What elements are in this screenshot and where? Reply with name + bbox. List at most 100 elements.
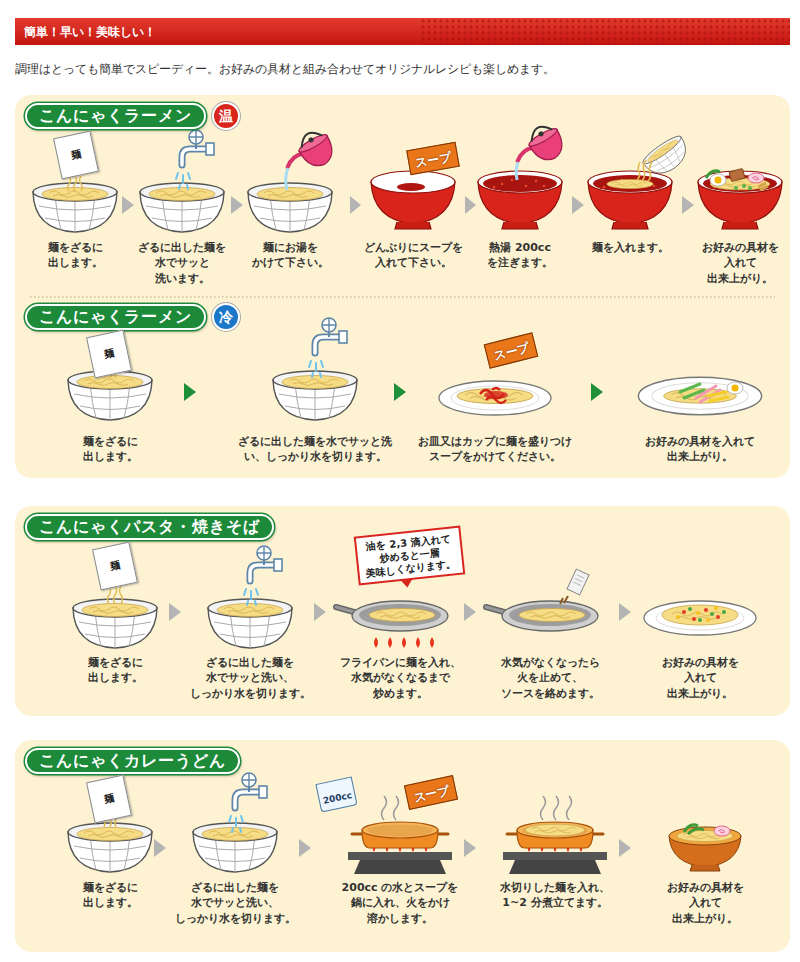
section-pill: こんにゃくラーメン [25,103,206,129]
illustration-part [217,604,283,617]
section-pill: こんにゃくカレーうどん [25,748,240,774]
pasta-step-3-art [336,601,448,648]
illustration-part [574,575,585,586]
step-caption: お皿又はカップに麺を盛りつけ スープをかけてください。 [417,434,574,465]
curry-step-4-art [503,796,607,874]
hot-step-4-art [371,171,455,229]
illustration-part [374,637,434,648]
step-caption: 麺を入れます。 [590,240,670,255]
step-caption: フライパンに麺を入れ、 水気がなくなるまで 炒めます。 [338,655,462,701]
illustration-part [640,133,693,182]
step-arrow [619,839,631,857]
illustration-part [680,384,728,402]
illustration-part [257,188,323,201]
illustration-part [402,637,406,648]
pasta-panel [15,506,790,716]
step-arrow [591,383,603,401]
illustration-part [684,825,704,834]
illustration-part [715,177,722,184]
illustration-part [82,604,148,617]
illustration-part [758,183,768,190]
tag-text: スープ [412,783,450,804]
illustration-part [483,175,557,192]
illustration-part [208,599,292,648]
step-caption: 麺をざるに 出します。 [81,434,139,465]
step-caption: ざるに出した麺を水でサッと洗 い、しっかり水を切ります。 [237,434,394,465]
illustration-part [734,184,752,190]
step-arrow [572,196,584,214]
illustration-part [202,828,268,841]
step-arrow [184,383,196,401]
tag-text: スープ [492,341,530,363]
header-bar [15,18,790,45]
step-arrow [464,839,476,857]
pasta-step-5-art [644,601,756,635]
hot-step-3-art [248,126,339,232]
recipe-step: ざるに出した麺を 水でサッと洗い、 しっかり水を切ります。 [166,776,299,929]
label-slot: 調理はとっても簡単でスピーディー。お好みの具材と組み合わせてオリジナルレシピも楽… [15,62,555,78]
dotted-divider [30,296,775,297]
illustration-part [682,608,720,621]
step-caption: お好みの具材を 入れて 出来上がり。 [700,240,780,286]
illustration-part [486,601,598,631]
illustration-part [480,388,506,403]
temp-badge: 冷 [212,303,240,331]
recipe-step: ざるに出した麺を 水でサッと洗い、 しっかり水を切ります。 [181,542,314,704]
noodle-packet: 麺 [86,330,132,379]
illustration-part [607,179,653,188]
soup-tag: スープ [406,142,460,175]
illustration-part [567,569,589,595]
ramen-panel [15,95,790,478]
step-arrow [299,839,311,857]
noodle-packet: 麺 [86,775,132,824]
illustration-part [525,824,584,836]
illustration-part [439,381,551,415]
illustration-part [716,615,720,619]
section-pill: こんにゃくラーメン [25,304,206,330]
recipe-step: 麺をざるに 出します。麺 [40,542,169,688]
illustration-part [637,160,652,182]
step-caption: 麺にお湯を かけて下さい。 [250,240,330,271]
section-title: こんにゃくラーメン [39,307,192,326]
illustration-part [640,133,693,182]
tag-text: スープ [414,150,452,170]
illustration-part [676,606,718,622]
illustration-part [68,176,83,191]
section-title: こんにゃくラーメン [39,106,192,125]
step-arrow [619,603,631,621]
illustration-part [732,385,739,392]
illustration-part [706,618,710,622]
recipe-step: フライパンに麺を入れ、 水気がなくなるまで 炒めます。 油を 2,3 滴入れて 炒… [326,528,464,704]
step-arrow [169,603,181,621]
section-title: こんにゃくパスタ・焼きそば [39,517,260,536]
callout-text: 油を 2,3 滴入れて 炒めると一層 美味しくなります。 [361,531,458,580]
soup-tag: スープ [484,332,539,368]
recipe-step: ざるに出した麺を水でサッと洗 い、しっかり水を切ります。 [196,332,394,467]
noodle-packet: 麺 [53,131,99,180]
illustration-part [710,612,714,616]
illustration-part [348,822,452,874]
step-arrow [465,196,476,214]
tip-callout: 油を 2,3 滴入れて 炒めると一層 美味しくなります。 [354,526,466,586]
illustration-part [286,168,288,190]
illustration-part [708,392,728,401]
illustration-part [108,586,123,604]
illustration-part [388,637,392,648]
illustration-part [42,188,108,201]
cold-step-3-art [439,381,551,415]
illustration-part [73,599,157,648]
step-arrow [682,196,694,214]
step-caption: ざるに出した麺を 水でサッと 洗います。 [137,240,228,286]
illustration-part [729,168,745,181]
illustration-part [336,601,448,631]
packet-text: 麺 [103,793,115,805]
recipe-step: 麺を入れます。 [584,132,682,258]
recipe-step: 200cc の水とスープを 鍋に入れ、火をかけ 溶かします。200ccスープ [311,776,464,929]
step-caption: 熱湯 200cc を注ぎます。 [486,240,555,271]
illustration-part [672,612,722,620]
illustration-part [416,637,420,648]
illustration-part [273,371,357,420]
illustration-part [140,183,224,232]
illustration-part [644,601,756,635]
illustration-part [560,596,568,604]
